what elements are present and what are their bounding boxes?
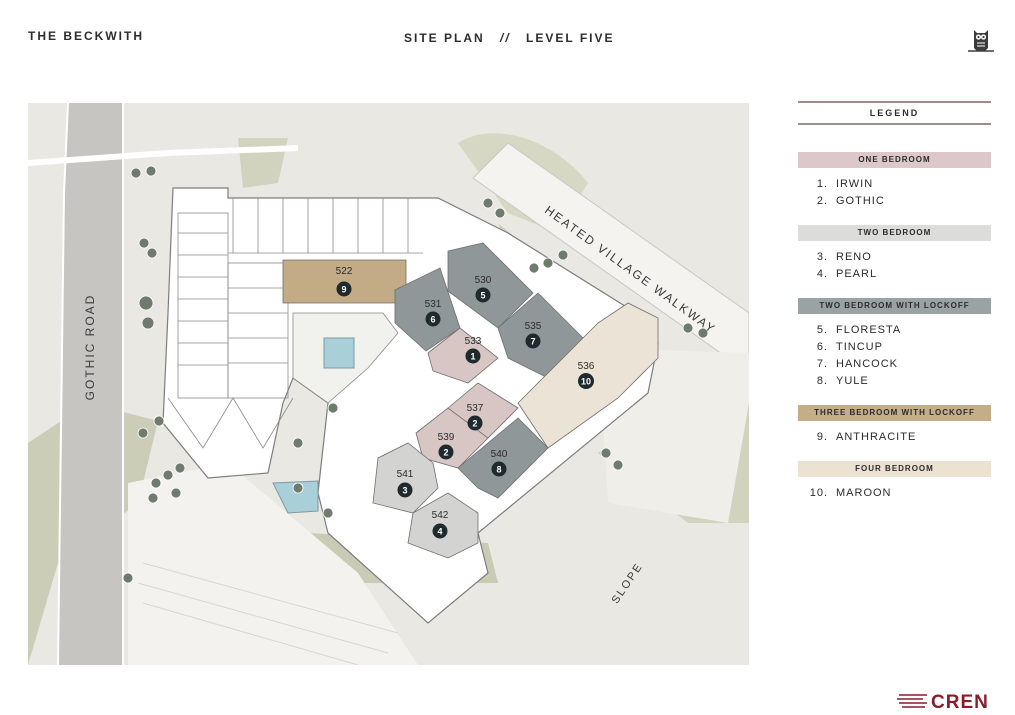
unit-number: 530 bbox=[475, 275, 492, 286]
plan-badge bbox=[475, 287, 491, 303]
title-separator: // bbox=[500, 31, 511, 45]
category-label: FOUR BEDROOM bbox=[798, 461, 991, 477]
page-title: SITE PLAN // LEVEL FIVE bbox=[404, 31, 615, 45]
brand-name: THE BECKWITH bbox=[28, 29, 144, 43]
legend-item: 10.MAROON bbox=[809, 487, 892, 499]
legend: LEGEND ONE BEDROOM 1.IRWIN 2.GOTHIC TWO … bbox=[798, 101, 991, 504]
unit-537[interactable]: 537 2 bbox=[467, 403, 484, 431]
site-plan-map: GOTHIC ROAD HEATED VILLAGE WALKWAY SLOPE… bbox=[28, 103, 749, 665]
plan-badge bbox=[432, 523, 448, 539]
unit-531[interactable]: 531 6 bbox=[425, 299, 442, 327]
category-label: TWO BEDROOM bbox=[798, 225, 991, 241]
legend-category-three-bedroom-lockoff: THREE BEDROOM WITH LOCKOFF 9.ANTHRACITE bbox=[798, 405, 991, 448]
unit-number: 536 bbox=[578, 361, 595, 372]
plan-number: 9 bbox=[341, 285, 346, 295]
unit-number: 542 bbox=[432, 510, 449, 521]
unit-539[interactable]: 539 2 bbox=[438, 432, 455, 460]
category-label: TWO BEDROOM WITH LOCKOFF bbox=[798, 298, 991, 314]
gothic-road-label: GOTHIC ROAD bbox=[83, 294, 97, 401]
plan-badge bbox=[336, 281, 352, 297]
plan-number: 2 bbox=[472, 419, 477, 429]
unit-number: 539 bbox=[438, 432, 455, 443]
plan-badge bbox=[438, 444, 454, 460]
plan-number: 7 bbox=[530, 337, 535, 347]
plan-number: 3 bbox=[402, 486, 407, 496]
title-level: LEVEL FIVE bbox=[526, 31, 615, 45]
cren-logo: CREN bbox=[897, 692, 989, 712]
plan-badge bbox=[578, 373, 594, 389]
plan-badge bbox=[425, 311, 441, 327]
category-label: ONE BEDROOM bbox=[798, 152, 991, 168]
legend-item: 8.YULE bbox=[816, 375, 869, 387]
legend-item: 4.PEARL bbox=[816, 268, 878, 280]
unit-542[interactable]: 542 4 bbox=[432, 510, 449, 539]
owl-logo-icon bbox=[968, 30, 994, 52]
legend-item: 5.FLORESTA bbox=[816, 324, 902, 336]
unit-522[interactable]: 522 9 bbox=[336, 266, 353, 297]
plan-badge bbox=[525, 333, 541, 349]
unit-number: 522 bbox=[336, 266, 353, 277]
cren-logo-text: CREN bbox=[931, 692, 989, 712]
site-plan-svg: GOTHIC ROAD HEATED VILLAGE WALKWAY SLOPE… bbox=[28, 103, 749, 665]
unit-number: 537 bbox=[467, 403, 484, 414]
plan-number: 5 bbox=[480, 291, 485, 301]
unit-number: 540 bbox=[491, 449, 508, 460]
legend-item: 1.IRWIN bbox=[816, 178, 874, 190]
plan-badge bbox=[467, 415, 483, 431]
plan-number: 4 bbox=[437, 527, 442, 537]
unit-number: 533 bbox=[465, 336, 482, 347]
slope-label: SLOPE bbox=[609, 561, 645, 606]
plan-number: 8 bbox=[496, 465, 501, 475]
legend-item: 3.RENO bbox=[816, 251, 872, 263]
unit-533[interactable]: 533 1 bbox=[465, 336, 482, 364]
unit-541[interactable]: 541 3 bbox=[397, 469, 414, 498]
plan-number: 10 bbox=[581, 377, 591, 387]
unit-530[interactable]: 530 5 bbox=[475, 275, 492, 303]
unit-536[interactable]: 536 10 bbox=[578, 361, 595, 389]
legend-category-one-bedroom: ONE BEDROOM 1.IRWIN 2.GOTHIC bbox=[798, 152, 991, 212]
legend-item: 9.ANTHRACITE bbox=[816, 431, 917, 443]
title-site-plan: SITE PLAN bbox=[404, 31, 485, 45]
legend-category-two-bedroom: TWO BEDROOM 3.RENO 4.PEARL bbox=[798, 225, 991, 285]
plan-number: 1 bbox=[470, 352, 475, 362]
legend-item: 2.GOTHIC bbox=[816, 195, 885, 207]
plan-number: 6 bbox=[430, 315, 435, 325]
legend-title: LEGEND bbox=[798, 101, 991, 125]
plan-badge bbox=[491, 461, 507, 477]
unit-535[interactable]: 535 7 bbox=[525, 321, 542, 349]
unit-540[interactable]: 540 8 bbox=[491, 449, 508, 477]
plan-number: 2 bbox=[443, 448, 448, 458]
legend-category-four-bedroom: FOUR BEDROOM 10.MAROON bbox=[798, 461, 991, 504]
unit-number: 541 bbox=[397, 469, 414, 480]
plan-badge bbox=[397, 482, 413, 498]
legend-item: 7.HANCOCK bbox=[816, 358, 899, 370]
legend-category-two-bedroom-lockoff: TWO BEDROOM WITH LOCKOFF 5.FLORESTA 6.TI… bbox=[798, 298, 991, 392]
legend-item: 6.TINCUP bbox=[816, 341, 883, 353]
plan-badge bbox=[465, 348, 481, 364]
category-label: THREE BEDROOM WITH LOCKOFF bbox=[798, 405, 991, 421]
unit-number: 531 bbox=[425, 299, 442, 310]
unit-number: 535 bbox=[525, 321, 542, 332]
